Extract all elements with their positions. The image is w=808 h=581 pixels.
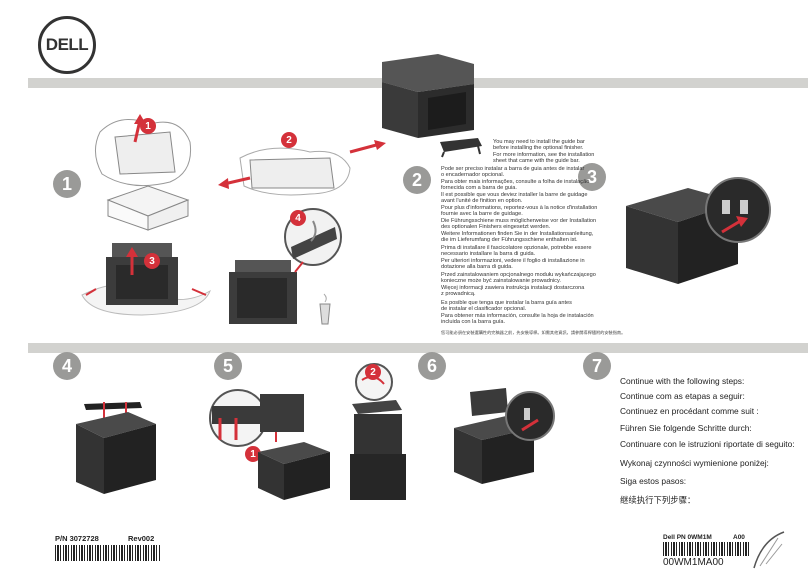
step-6-badge: 6 <box>418 352 446 380</box>
step-4-badge: 4 <box>53 352 81 380</box>
barcode-text: 00WM1MA00 <box>663 557 724 568</box>
substep-b1-badge: 1 <box>245 446 261 462</box>
finisher-unit-illustration <box>229 260 304 324</box>
substep-1-badge: 1 <box>140 118 156 134</box>
trash-bin-icon <box>319 293 331 325</box>
barcode-right <box>663 542 749 556</box>
step-7-badge: 7 <box>583 352 611 380</box>
part-number-left: P/N 3072728 <box>55 534 99 543</box>
step-2-badge: 2 <box>403 166 431 194</box>
substep-2-badge: 2 <box>281 132 297 148</box>
note-french: Il est possible que vous deviez installe… <box>441 192 598 217</box>
note-german: Die Führungsschiene muss möglicherweise … <box>441 218 597 243</box>
printer-power-off-illustration <box>626 177 771 284</box>
continue-portuguese: Continue com as etapas a seguir: <box>620 391 745 401</box>
note-italian: Prima di installare il fascicolatore opz… <box>441 245 592 270</box>
a00-label: A00 <box>733 534 745 541</box>
continue-chinese: 继续执行下列步骤： <box>620 495 696 505</box>
note-chinese: 您可能必須在安裝選購性的完稿器之前，先安裝導桿。如需其他資訊，請參閱導桿隨附的安… <box>441 330 626 335</box>
dell-part-number: Dell PN 0WM1M <box>663 534 712 541</box>
open-box-illustration <box>106 185 190 231</box>
page-curl-icon <box>753 531 785 569</box>
note-spanish: Es posible que tenga que instalar la bar… <box>441 300 594 325</box>
continue-french: Continuez en procédant comme suit : <box>620 406 759 416</box>
substep-b2-badge: 2 <box>365 364 381 380</box>
continue-italian: Continuare con le istruzioni riportate d… <box>620 439 795 449</box>
continue-spanish: Siga estos pasos: <box>620 476 687 486</box>
finisher-mount-illustration <box>258 394 330 500</box>
middle-band <box>28 343 808 353</box>
step-3-badge: 3 <box>578 163 606 191</box>
substep-4-badge: 4 <box>290 210 306 226</box>
guide-bar-icon <box>440 138 482 158</box>
printer-with-finisher-illustration <box>454 388 555 484</box>
printer-guide-bar-illustration <box>76 402 156 494</box>
finisher-latch-illustration <box>350 363 406 500</box>
revision-label: Rev002 <box>128 534 155 543</box>
substep-3-badge: 3 <box>144 253 160 269</box>
step-5-badge: 5 <box>214 352 242 380</box>
finisher-product-image <box>382 54 474 138</box>
continue-english: Continue with the following steps: <box>620 376 745 386</box>
note-portuguese: Pode ser preciso instalar a barra de gui… <box>441 166 590 191</box>
barcode-left <box>55 545 160 561</box>
packing-removal-illustration <box>218 140 386 196</box>
step-1-badge: 1 <box>53 170 81 198</box>
dell-logo: DELL <box>38 16 96 74</box>
note-polish: Przed zainstalowaniem opcjonalnego moduł… <box>441 272 596 297</box>
guide-bar-note: You may need to install the guide bar be… <box>493 139 595 164</box>
continue-german: Führen Sie folgende Schritte durch: <box>620 423 752 433</box>
finisher-unpack-illustration <box>81 243 211 316</box>
continue-polish: Wykonaj czynności wymienione poniżej: <box>620 458 769 468</box>
